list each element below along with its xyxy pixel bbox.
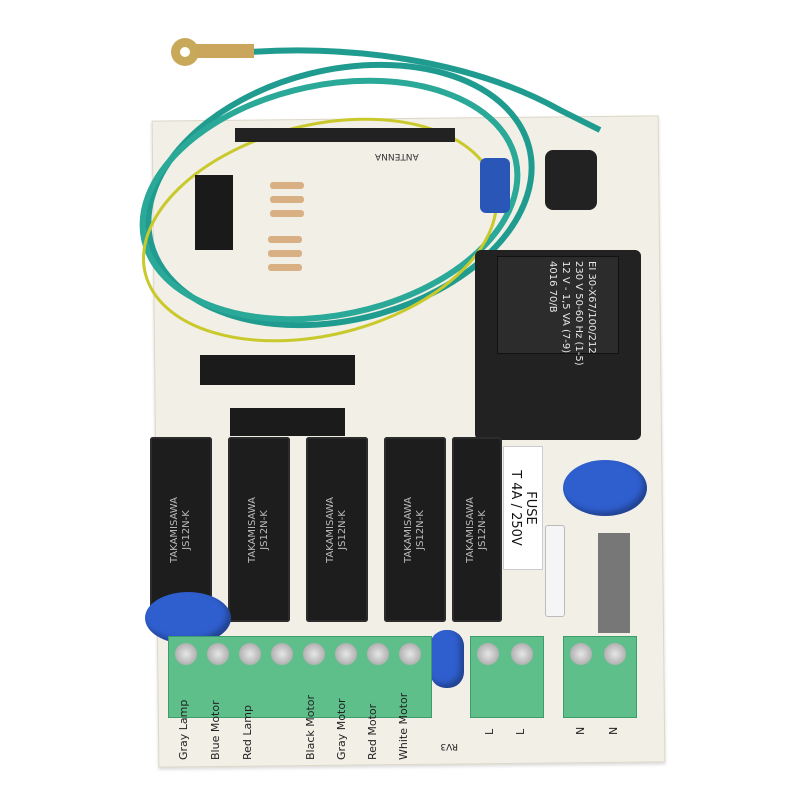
terminal-block-outputs[interactable] <box>168 636 432 718</box>
terminal-label: Gray Motor <box>335 698 348 760</box>
terminal-label: Gray Lamp <box>177 699 190 760</box>
transformer-text: 230 V 50-60 Hz (1-5) <box>573 261 584 366</box>
varistor-label: RV3 <box>440 741 458 751</box>
transformer-text: 4016 70/B <box>547 261 558 313</box>
fuse-rating: T 4A / 250V <box>508 470 523 546</box>
electrolytic-capacitor-small <box>480 158 510 213</box>
glass-fuse <box>545 525 565 617</box>
pin-header <box>235 128 455 142</box>
electrolytic-capacitor <box>545 150 597 210</box>
transformer: EI 30-X67/100/212 230 V 50-60 Hz (1-5) 1… <box>475 250 641 440</box>
varistor <box>145 592 231 644</box>
antenna-label: ANTENNA <box>375 151 419 161</box>
microcontroller-chip <box>200 355 355 385</box>
neutral-label: N <box>574 726 587 735</box>
fuse-title: FUSE <box>523 491 538 525</box>
terminal-label: Blue Motor <box>209 700 222 760</box>
terminal-label: Red Motor <box>366 703 379 760</box>
terminal-block-neutral[interactable] <box>563 636 637 718</box>
line-label: L <box>514 728 527 735</box>
transformer-text: 12 V - 1,5 VA (7-9) <box>560 261 571 354</box>
neutral-label: N <box>607 726 620 735</box>
connector <box>195 175 233 250</box>
terminal-label: Black Motor <box>304 694 317 760</box>
varistor <box>430 630 464 688</box>
x-capacitor <box>598 533 630 633</box>
varistor <box>563 460 647 516</box>
line-label: L <box>483 728 496 735</box>
transformer-text: EI 30-X67/100/212 <box>586 261 597 354</box>
driver-chip <box>230 408 345 436</box>
terminal-label: Red Lamp <box>241 705 254 760</box>
terminal-label: White Motor <box>397 692 410 760</box>
terminal-block-line[interactable] <box>470 636 544 718</box>
